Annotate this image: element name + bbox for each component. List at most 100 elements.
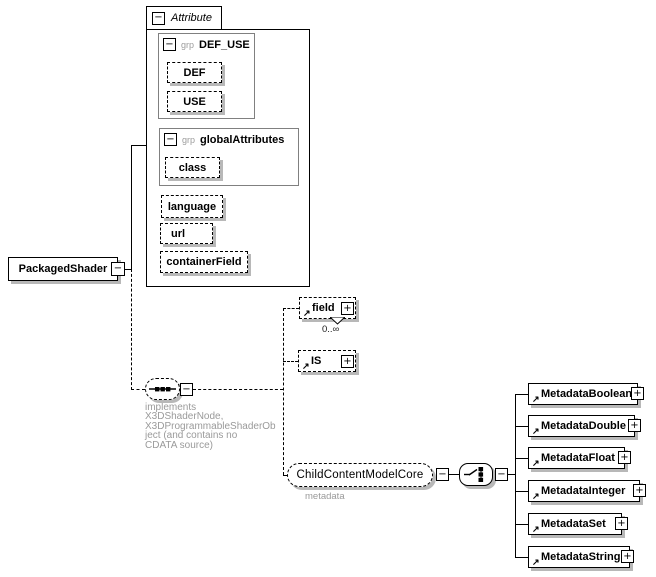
minus-icon: − (165, 38, 174, 50)
group-def-use-header: − grp DEF_USE (163, 38, 250, 51)
annotation-line: CDATA source) (145, 439, 213, 451)
plus-icon: + (633, 387, 642, 399)
connector-root-junction (124, 269, 132, 270)
choice-icon (464, 467, 484, 482)
element-metadatainteger[interactable]: ↗ MetadataInteger (528, 480, 640, 502)
attribute-class[interactable]: class (165, 157, 220, 178)
connector-stub-metadatainteger (515, 491, 528, 492)
expand-button-metadatafloat[interactable]: + (618, 451, 631, 464)
reference-arrow-icon: ↗ (303, 308, 311, 318)
group-globalattributes-header: − grp globalAttributes (164, 133, 284, 146)
connector-stub-is (283, 361, 298, 362)
expand-button-metadatastring[interactable]: + (621, 550, 634, 563)
attribute-language[interactable]: language (161, 195, 223, 218)
group-def-use-name: DEF_USE (199, 38, 250, 51)
element-metadatastring[interactable]: ↗ MetadataString (528, 546, 630, 568)
connector-up-to-attributes (131, 145, 132, 270)
connector-stub-metadatadouble (515, 426, 528, 427)
element-metadatafloat[interactable]: ↗ MetadataFloat (528, 447, 625, 469)
reference-arrow-icon: ↗ (532, 458, 540, 468)
connector-into-sequence (131, 389, 145, 390)
element-metadatadouble[interactable]: ↗ MetadataDouble (528, 415, 635, 437)
plus-icon: + (343, 302, 352, 314)
collapse-button-sequence[interactable]: − (180, 383, 193, 396)
minus-icon: − (497, 468, 506, 480)
element-is-label: IS (311, 355, 322, 367)
element-metadataboolean-label: MetadataBoolean (541, 388, 633, 400)
connector-choice-to-rail (508, 474, 516, 475)
minus-icon: − (154, 12, 163, 23)
reference-arrow-icon: ↗ (302, 361, 310, 371)
group-prefix: grp (182, 134, 196, 145)
reference-arrow-icon: ↗ (532, 426, 540, 436)
minus-icon: − (113, 263, 123, 274)
expand-button-metadataset[interactable]: + (615, 517, 628, 530)
plus-icon: + (620, 451, 629, 463)
collapse-button-choice[interactable]: − (495, 468, 508, 481)
sequence-compositor[interactable] (145, 378, 180, 400)
attribute-containerfield-label: containerField (166, 256, 242, 268)
sequence-annotation: implements X3DShaderNode, X3DProgrammabl… (145, 402, 276, 451)
expand-button-is[interactable]: + (341, 355, 354, 368)
ccmc-annotation: metadata (305, 491, 345, 502)
sequence-icon (149, 387, 176, 392)
connector-stub-metadatastring (515, 557, 528, 558)
reference-arrow-icon: ↗ (532, 491, 540, 501)
reference-arrow-icon: ↗ (532, 557, 540, 567)
element-metadataset[interactable]: ↗ MetadataSet (528, 513, 622, 535)
element-metadatainteger-label: MetadataInteger (541, 485, 626, 497)
group-globalattributes-name: globalAttributes (200, 133, 285, 146)
annotation-line: X3DProgrammableShaderOb (145, 420, 276, 432)
minus-icon: − (182, 383, 191, 395)
plus-icon: + (630, 419, 639, 431)
collapse-button-def-use[interactable]: − (163, 38, 176, 51)
plus-icon: + (635, 484, 644, 496)
attribute-use-label: USE (183, 95, 206, 108)
connector-choice-rail (515, 394, 516, 557)
element-field-label: field (312, 302, 335, 314)
attribute-def-label: DEF (183, 66, 206, 79)
expand-button-metadatainteger[interactable]: + (633, 484, 646, 497)
attribute-url[interactable]: url (160, 223, 213, 244)
element-packagedshader[interactable]: PackagedShader (8, 257, 118, 281)
connector-down-to-sequence (131, 269, 132, 390)
connector-children-rail (283, 308, 284, 475)
annotation-line: ject (and contains no (145, 430, 238, 442)
expand-button-metadatadouble[interactable]: + (628, 419, 641, 432)
element-metadataboolean[interactable]: ↗ MetadataBoolean (528, 383, 638, 405)
connector-stub-metadataset (515, 524, 528, 525)
collapse-button-globalattributes[interactable]: − (164, 133, 177, 146)
annotation-line: X3DShaderNode, (145, 411, 224, 423)
group-prefix: grp (181, 39, 195, 50)
collapse-button-packagedshader[interactable]: − (111, 262, 125, 276)
attribute-language-label: language (167, 200, 217, 213)
choice-compositor[interactable] (459, 463, 493, 486)
expand-button-metadataboolean[interactable]: + (631, 387, 644, 400)
connector-sequence-to-children (193, 389, 283, 390)
field-occurrence-label: 0..∞ (322, 324, 340, 335)
annotation-line: implements (145, 402, 197, 413)
attribute-def[interactable]: DEF (167, 62, 222, 83)
collapse-button-childcontentmodelcore[interactable]: − (436, 468, 449, 481)
collapse-button-attribute[interactable]: − (152, 11, 165, 25)
attribute-tab-title: Attribute (171, 12, 212, 24)
element-metadatadouble-label: MetadataDouble (541, 420, 626, 432)
expand-button-field[interactable]: + (341, 302, 354, 315)
attribute-containerfield[interactable]: containerField (160, 251, 248, 273)
element-metadatafloat-label: MetadataFloat (541, 452, 615, 464)
group-childcontentmodelcore[interactable]: ChildContentModelCore (287, 463, 433, 487)
attribute-url-label: url (171, 227, 186, 240)
attribute-use[interactable]: USE (167, 91, 222, 112)
connector-stub-field (283, 308, 299, 309)
connector-stub-metadataboolean (515, 394, 528, 395)
attribute-tab[interactable]: − Attribute (146, 6, 222, 30)
reference-arrow-icon: ↗ (532, 524, 540, 534)
connector-stub-metadatafloat (515, 458, 528, 459)
group-childcontentmodelcore-label: ChildContentModelCore (296, 469, 424, 481)
element-metadatastring-label: MetadataString (541, 551, 621, 563)
minus-icon: − (166, 133, 175, 145)
attribute-class-label: class (178, 161, 207, 174)
element-metadataset-label: MetadataSet (541, 518, 606, 530)
plus-icon: + (623, 550, 632, 562)
